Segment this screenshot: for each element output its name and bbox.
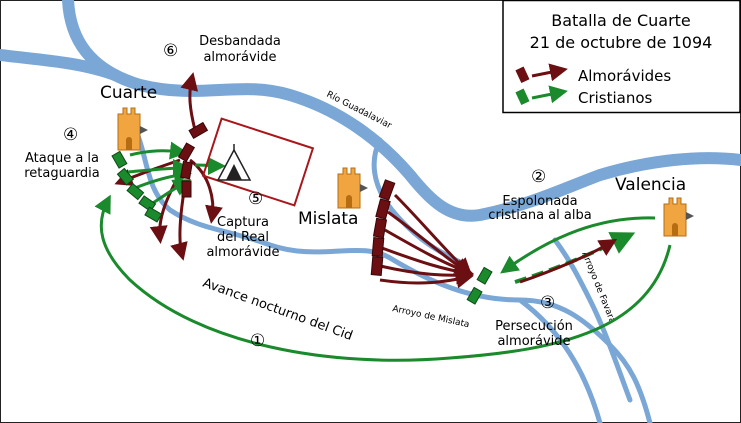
place-cuarte: Cuarte [100,83,157,103]
map-title: Batalla de Cuarte [551,11,691,30]
castle-icon [663,197,694,237]
legend-label-almoravid: Almorávides [578,67,671,85]
almoravid-camp [201,117,315,207]
legend-swatch-christian [515,88,530,106]
legend-swatch-almoravid [515,66,530,84]
event-label-4-line1: Ataque a la [25,151,99,166]
event-label-6-line1: Desbandada [199,34,281,49]
event-number-2: ② [531,167,546,187]
event-number-5: ⑤ [248,189,263,209]
stream-favara [552,237,633,403]
map-date: 21 de octubre de 1094 [530,33,713,52]
event-label-5-line2: del Real [217,230,269,245]
event-number-3: ③ [540,293,555,313]
christian-units [111,150,493,305]
label-arroyo-mislata: Arroyo de Mislata [391,304,470,330]
river-guadalaviar [0,0,741,222]
place-valencia: Valencia [615,175,686,195]
almoravid-attack-arrows [379,193,618,289]
legend-arrow-christian [531,85,568,104]
event-number-1: ① [250,331,265,351]
place-mislata: Mislata [298,209,358,229]
legend-label-christian: Cristianos [578,89,653,107]
castle-icon [337,167,368,209]
christian-sally-arrow [500,216,656,274]
event-label-3-line2: almorávide [497,334,570,349]
christian-night-advance-path [94,194,672,362]
event-label-5-line3: almorávide [206,245,279,260]
event-label-4-line2: retaguardia [24,166,100,181]
event-label-5-line1: Captura [217,215,269,230]
event-label-2-line2: cristiana al alba [488,208,591,223]
almoravid-units [177,121,396,276]
event-label-6-line2: almorávide [203,50,276,65]
legend-arrow-almoravid [531,63,568,82]
event-number-4: ④ [63,125,78,145]
event-label-2-line1: Espolonada [502,194,577,209]
event-number-6: ⑥ [163,41,178,61]
legend: Batalla de Cuarte 21 de octubre de 1094 … [502,0,741,114]
event-label-3-line1: Persecución [495,319,573,334]
tent-icon [216,144,252,181]
castle-icon [117,107,148,151]
